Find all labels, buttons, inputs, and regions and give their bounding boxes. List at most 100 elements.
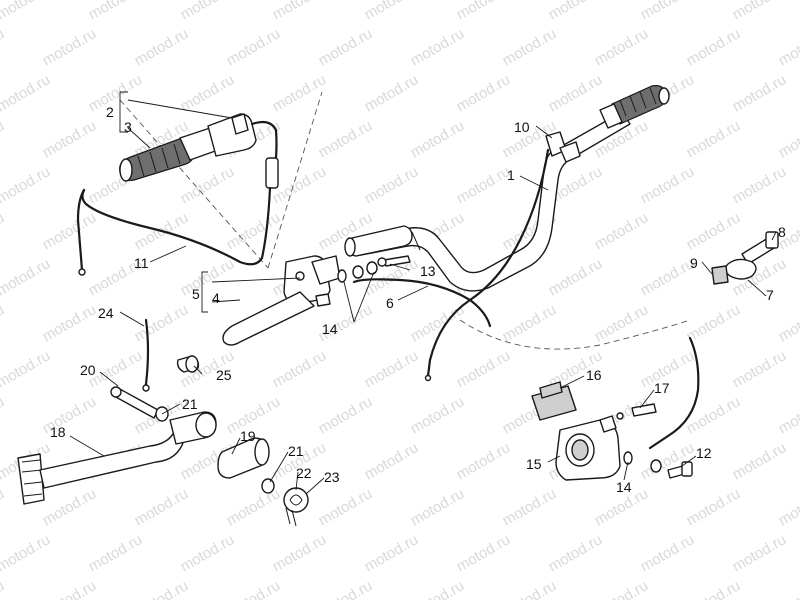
- watermark-text: motod.ru: [638, 163, 698, 207]
- label-7: 7: [766, 287, 774, 303]
- watermark-text: motod.ru: [454, 0, 514, 23]
- watermark-text: motod.ru: [684, 209, 744, 253]
- watermark-text: motod.ru: [178, 531, 238, 575]
- watermark-text: motod.ru: [0, 255, 53, 299]
- watermark-text: motod.ru: [40, 25, 100, 69]
- leader-lines: [69, 91, 777, 495]
- watermark-text: motod.ru: [0, 209, 7, 253]
- watermark-text: motod.ru: [0, 71, 53, 115]
- watermark-text: motod.ru: [408, 25, 468, 69]
- mount-hardware: [711, 231, 779, 285]
- watermark-text: motod.ru: [730, 163, 790, 207]
- watermark-text: motod.ru: [270, 531, 330, 575]
- clutch-cable: [76, 186, 272, 276]
- label-18: 18: [50, 424, 66, 440]
- label-23: 23: [324, 469, 340, 485]
- watermark-text: motod.ru: [546, 531, 606, 575]
- watermark-text: motod.ru: [0, 0, 53, 23]
- watermark-text: motod.ru: [592, 209, 652, 253]
- watermark-text: motod.ru: [730, 71, 790, 115]
- watermark-text: motod.ru: [0, 117, 7, 161]
- watermark-text: motod.ru: [454, 163, 514, 207]
- left-bar-grip: [344, 225, 413, 257]
- brake-hose: [352, 278, 700, 450]
- watermark-text: motod.ru: [776, 25, 800, 69]
- watermark-text: motod.ru: [132, 485, 192, 529]
- watermark-text: motod.ru: [592, 301, 652, 345]
- label-10: 10: [514, 119, 530, 135]
- label-22: 22: [296, 465, 312, 481]
- watermark-text: motod.ru: [224, 577, 284, 600]
- label-19: 19: [240, 428, 256, 444]
- watermark-text: motod.ru: [316, 577, 376, 600]
- label-11: 11: [134, 255, 149, 271]
- watermark-text: motod.ru: [776, 577, 800, 600]
- watermark-text: motod.ru: [546, 255, 606, 299]
- watermark-text: motod.ru: [730, 347, 790, 391]
- label-14a: 14: [322, 321, 338, 337]
- label-17: 17: [654, 380, 670, 396]
- label-24: 24: [98, 305, 114, 321]
- watermark-text: motod.ru: [40, 393, 100, 437]
- left-grip-assembly: [119, 113, 279, 189]
- label-2: 2: [106, 104, 114, 120]
- watermark-text: motod.ru: [454, 71, 514, 115]
- handlebar-cables: [424, 148, 550, 382]
- watermark-text: motod.ru: [224, 485, 284, 529]
- label-4: 4: [212, 290, 220, 306]
- watermark-text: motod.ru: [730, 439, 790, 483]
- watermark-text: motod.ru: [362, 347, 422, 391]
- label-1: 1: [507, 167, 515, 183]
- label-8: 8: [778, 224, 786, 240]
- label-15: 15: [526, 456, 542, 472]
- watermark-text: motod.ru: [40, 117, 100, 161]
- watermark-text: motod.ru: [178, 255, 238, 299]
- watermark-text: motod.ru: [638, 0, 698, 23]
- watermark-text: motod.ru: [684, 485, 744, 529]
- watermark-text: motod.ru: [316, 25, 376, 69]
- watermark-text: motod.ru: [362, 163, 422, 207]
- watermark-text: motod.ru: [684, 301, 744, 345]
- label-16: 16: [586, 367, 602, 383]
- label-21b: 21: [288, 443, 304, 459]
- watermark-text: motod.ru: [546, 71, 606, 115]
- watermark-text: motod.ru: [776, 117, 800, 161]
- watermark-text: motod.ru: [592, 25, 652, 69]
- handlebar: [351, 111, 631, 292]
- watermark-text: motod.ru: [132, 25, 192, 69]
- label-5: 5: [192, 286, 200, 302]
- watermark-text: motod.ru: [0, 347, 53, 391]
- watermark-text: motod.ru: [776, 485, 800, 529]
- watermark-text: motod.ru: [362, 531, 422, 575]
- watermark-text: motod.ru: [546, 0, 606, 23]
- watermark-text: motod.ru: [408, 485, 468, 529]
- throttle-grip: [599, 85, 670, 129]
- label-9: 9: [690, 255, 698, 271]
- watermark-text: motod.ru: [638, 531, 698, 575]
- watermark-text: motod.ru: [454, 347, 514, 391]
- watermark-text: motod.ru: [454, 439, 514, 483]
- watermark-text: motod.ru: [362, 71, 422, 115]
- watermark-text: motod.ru: [500, 485, 560, 529]
- watermark-text: motod.ru: [408, 393, 468, 437]
- watermark-text: motod.ru: [132, 301, 192, 345]
- watermark-text: motod.ru: [730, 0, 790, 23]
- watermark-text: motod.ru: [638, 255, 698, 299]
- watermark-text: motod.ru: [0, 301, 7, 345]
- watermark-text: motod.ru: [362, 439, 422, 483]
- label-3: 3: [124, 119, 132, 135]
- label-20: 20: [80, 362, 96, 378]
- cable-clamp: [545, 131, 581, 163]
- watermark-text: motod.ru: [0, 393, 7, 437]
- watermark-text: motod.ru: [592, 577, 652, 600]
- watermark-text: motod.ru: [0, 25, 7, 69]
- label-6: 6: [386, 295, 394, 311]
- watermark-text: motod.ru: [40, 209, 100, 253]
- label-12: 12: [696, 445, 712, 461]
- watermark-text: motod.ru: [500, 577, 560, 600]
- watermark-text: motod.ru: [270, 71, 330, 115]
- label-21a: 21: [182, 396, 198, 412]
- watermark-text: motod.ru: [776, 301, 800, 345]
- watermark-text: motod.ru: [270, 0, 330, 23]
- watermark-text: motod.ru: [454, 531, 514, 575]
